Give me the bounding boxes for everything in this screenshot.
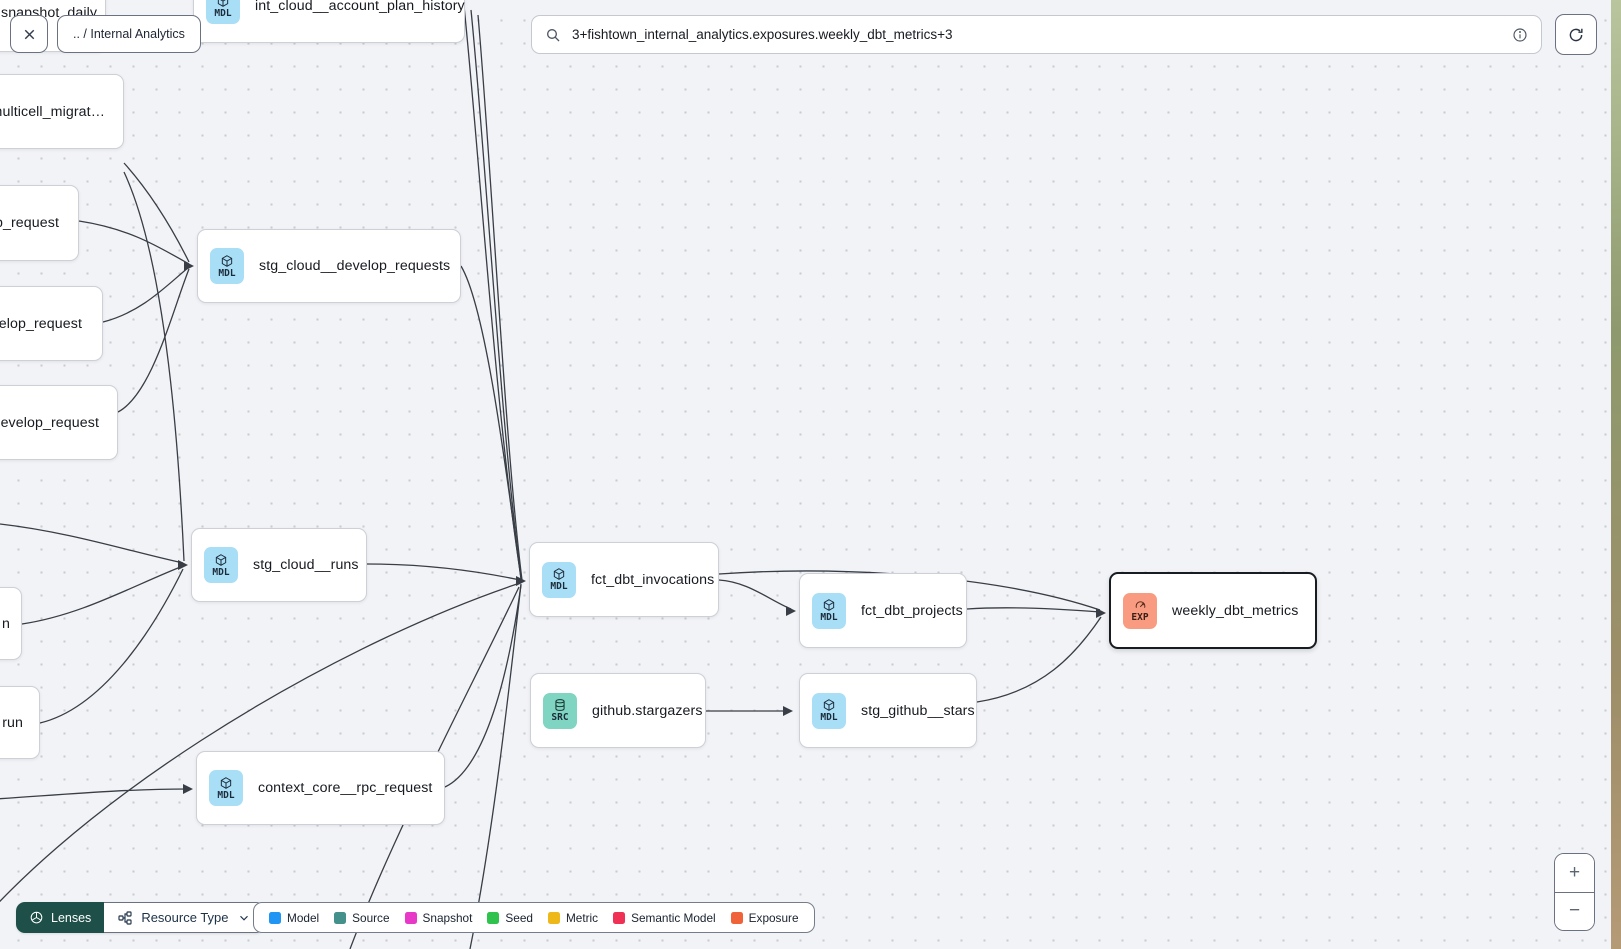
zoom-controls: + −	[1554, 853, 1595, 931]
node-label: stg_cloud__develop_requests	[259, 258, 451, 274]
legend-chip-source	[334, 911, 347, 924]
resource-type-button[interactable]: Resource Type	[104, 902, 265, 933]
node-truncated-run[interactable]: run	[0, 686, 40, 759]
model-badge: MDL	[542, 561, 576, 598]
lenses-button[interactable]: Lenses	[16, 902, 105, 933]
model-badge: MDL	[812, 692, 846, 729]
model-badge: MDL	[204, 547, 238, 583]
node-label: fct_dbt_projects	[861, 602, 963, 619]
lenses-toolbar: Lenses Resource Type	[16, 902, 265, 933]
node-p-request[interactable]: p_request	[0, 185, 79, 261]
cube-icon	[221, 254, 233, 267]
desktop-background-sliver	[1611, 0, 1621, 949]
close-icon	[24, 29, 34, 39]
lenses-label: Lenses	[51, 910, 92, 925]
chevron-down-icon	[239, 915, 248, 921]
selector-input[interactable]	[570, 26, 1512, 43]
model-badge: MDL	[209, 770, 243, 806]
legend-item-exposure: Exposure	[730, 911, 799, 925]
search-icon	[547, 28, 560, 41]
legend-item-source: Source	[334, 911, 390, 925]
cube-icon	[553, 568, 565, 580]
schema-icon	[118, 910, 132, 925]
refresh-button[interactable]	[1555, 14, 1597, 55]
node-develop-request[interactable]: develop_request	[0, 385, 118, 460]
node-context-core-rpc-request[interactable]: MDL context_core__rpc_request	[196, 751, 445, 825]
exposure-badge: EXP	[1123, 592, 1157, 629]
node-int-cloud-account-plan-history[interactable]: MDL int_cloud__account_plan_history	[193, 0, 465, 43]
cube-icon	[217, 0, 229, 7]
legend-chip-exposure	[730, 911, 743, 924]
resource-type-label: Resource Type	[141, 910, 229, 925]
node-label: stg_github__stars	[861, 702, 975, 719]
source-badge: SRC	[543, 692, 577, 729]
node-label: int_cloud__account_plan_history	[255, 0, 465, 14]
legend-item-metric: Metric	[547, 911, 598, 925]
zoom-in-button[interactable]: +	[1555, 854, 1594, 893]
breadcrumb-label: .. / Internal Analytics	[73, 27, 185, 41]
model-badge: MDL	[206, 0, 240, 24]
node-label: fct_dbt_invocations	[591, 571, 715, 588]
node-label: stg_cloud__runs	[253, 557, 359, 573]
node-label: develop_request	[0, 414, 99, 431]
node-fct-dbt-invocations[interactable]: MDL fct_dbt_invocations	[529, 542, 719, 617]
model-badge: MDL	[210, 248, 244, 284]
info-icon[interactable]	[1512, 27, 1528, 43]
node-fct-dbt-projects[interactable]: MDL fct_dbt_projects	[799, 573, 967, 648]
model-badge: MDL	[812, 592, 846, 629]
node-label: context_core__rpc_request	[258, 780, 433, 796]
legend-item-model: Model	[269, 911, 319, 925]
node-multicell-migrat[interactable]: multicell_migrat…	[0, 74, 124, 149]
node-label: weekly_dbt_metrics	[1172, 602, 1299, 619]
node-stg-cloud-develop-requests[interactable]: MDL stg_cloud__develop_requests	[197, 229, 461, 303]
cube-icon	[215, 553, 227, 566]
node-label: multicell_migrat…	[0, 103, 105, 120]
legend-chip-metric	[547, 911, 560, 924]
node-label: velop_request	[0, 315, 82, 332]
zoom-out-button[interactable]: −	[1555, 892, 1594, 930]
cube-icon	[823, 599, 835, 611]
legend-chip-model	[269, 911, 281, 924]
breadcrumb[interactable]: .. / Internal Analytics	[57, 15, 201, 53]
lenses-icon	[30, 911, 43, 924]
node-stg-github-stars[interactable]: MDL stg_github__stars	[799, 673, 977, 748]
node-label: github.stargazers	[592, 702, 703, 719]
node-label: p_request	[0, 215, 59, 231]
node-stg-cloud-runs[interactable]: MDL stg_cloud__runs	[191, 528, 367, 602]
legend-item-semantic-model: Semantic Model	[613, 911, 716, 925]
node-truncated-n[interactable]: n	[0, 587, 22, 660]
resource-type-legend: Model Source Snapshot Seed Metric Semant…	[253, 902, 815, 933]
legend-chip-seed	[487, 911, 500, 924]
close-button[interactable]	[10, 15, 48, 53]
legend-chip-semantic-model	[613, 911, 626, 924]
node-label: n	[2, 615, 10, 632]
legend-item-seed: Seed	[487, 911, 533, 925]
node-weekly-dbt-metrics[interactable]: EXP weekly_dbt_metrics	[1109, 572, 1317, 649]
cube-icon	[823, 699, 835, 711]
refresh-icon	[1569, 28, 1583, 41]
lineage-selector-bar[interactable]	[531, 15, 1542, 54]
legend-chip-snapshot	[404, 911, 417, 924]
legend-item-snapshot: Snapshot	[404, 911, 472, 925]
gauge-icon	[1135, 600, 1145, 608]
cube-icon	[220, 776, 232, 789]
node-github-stargazers[interactable]: SRC github.stargazers	[530, 673, 706, 748]
database-icon	[555, 699, 565, 711]
node-label: run	[2, 714, 23, 731]
node-velop-request[interactable]: velop_request	[0, 286, 103, 361]
